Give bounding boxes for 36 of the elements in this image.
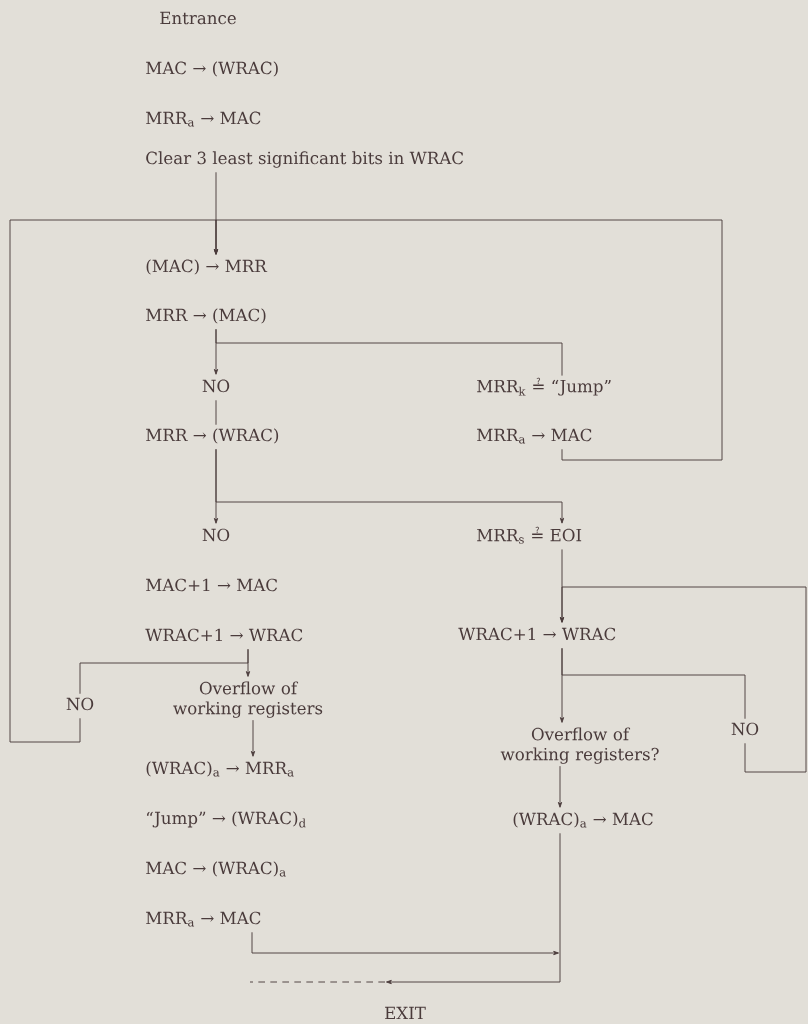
arrow xyxy=(250,719,256,757)
step-text: MRR$_{a}$ → MAC xyxy=(146,111,261,127)
start-label: Entrance xyxy=(160,11,236,25)
step-text: (WRAC)$_{a}$ → MRR$_{a}$ xyxy=(146,761,294,777)
connector-line xyxy=(215,328,563,377)
branch-label: NO xyxy=(66,697,94,711)
branch-label: NO xyxy=(202,528,230,542)
arrow xyxy=(213,219,723,461)
branch-label: NO xyxy=(731,722,759,736)
condition-text: MRR$_{k}$ ≟ “Jump” xyxy=(477,377,611,396)
step-text: MAC+1 → MAC xyxy=(146,578,278,592)
arrow xyxy=(215,448,565,524)
step-text: MRR$_{a}$ → MAC xyxy=(146,911,261,927)
step-text: MRR$_{a}$ → MAC xyxy=(477,428,592,444)
branch-label: NO xyxy=(202,379,230,393)
step-text: “Jump” → (WRAC)$_{d}$ xyxy=(146,811,306,828)
arrow xyxy=(559,586,807,773)
condition-text: Overflow of working registers? xyxy=(500,727,659,764)
connector-line xyxy=(79,648,249,695)
condition-text: Overflow of working registers xyxy=(173,681,323,718)
step-text: MAC → (WRAC) xyxy=(146,61,278,77)
arrow xyxy=(386,832,561,985)
step-text: MRR → (MAC) xyxy=(146,308,266,324)
step-text: (MAC) → MRR xyxy=(146,259,268,275)
step-text: Clear 3 least significant bits in WRAC xyxy=(146,151,464,168)
connector-line xyxy=(561,647,746,720)
arrow xyxy=(557,765,563,808)
step-text: WRAC+1 → WRAC xyxy=(145,628,303,642)
arrow xyxy=(251,931,559,956)
step-text: MRR → (WRAC) xyxy=(146,428,279,444)
step-text: (WRAC)$_{a}$ → MAC xyxy=(513,812,653,828)
step-text: WRAC+1 → WRAC xyxy=(458,627,616,641)
step-text: MAC → (WRAC)$_{a}$ xyxy=(146,861,286,877)
condition-text: MRR$_{s}$ ≟ EOI xyxy=(477,526,582,544)
exit-label: EXIT xyxy=(385,1006,426,1019)
connector-line xyxy=(215,399,217,426)
